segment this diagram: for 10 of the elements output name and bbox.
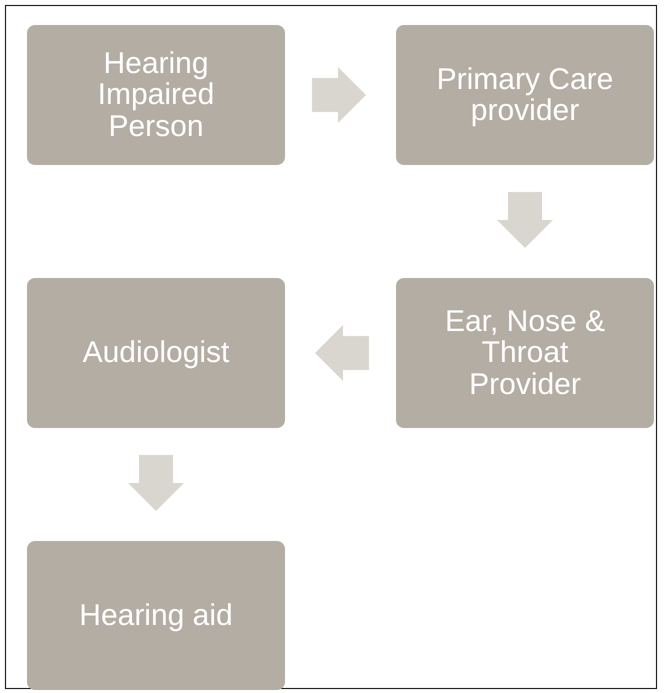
- process-box: [396, 25, 654, 165]
- box-label: Audiologist: [82, 337, 230, 369]
- process-box: [27, 25, 285, 165]
- process-box: [396, 278, 654, 428]
- box-label: Ear, Nose & Throat Provider: [444, 306, 606, 400]
- process-box: [27, 278, 285, 428]
- box-label: Hearing Impaired Person: [96, 48, 216, 142]
- process-box: [27, 541, 285, 690]
- box-label: Hearing aid: [79, 600, 233, 632]
- box-label: Primary Care provider: [436, 64, 614, 126]
